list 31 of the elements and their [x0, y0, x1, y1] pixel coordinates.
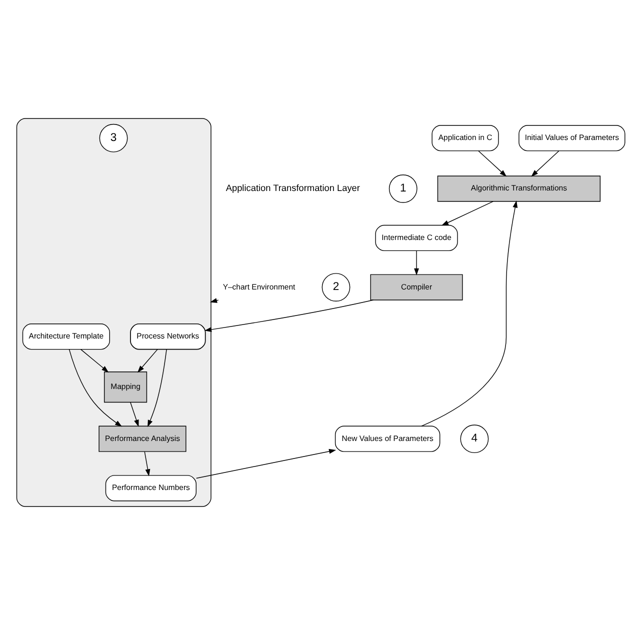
node-box: Architecture Template [22, 323, 110, 350]
arrow [531, 150, 560, 176]
node-circle: 4 [460, 424, 489, 453]
node-box: Initial Values of Parameters [518, 124, 626, 151]
node-box: Process Networks [130, 322, 206, 350]
label: Application Transformation Layer [226, 182, 360, 193]
node-box: Intermediate C code [375, 224, 458, 251]
node-box: Mapping [104, 371, 148, 402]
arrow [421, 200, 518, 426]
arrow [80, 348, 109, 372]
arrow [204, 299, 374, 332]
node-box: Compiler [370, 274, 463, 300]
arrow [441, 200, 494, 226]
arrow [137, 348, 158, 372]
arrow [148, 348, 167, 427]
node-box: Performance Analysis [98, 425, 186, 452]
node-box: Algorithmic Transformations [437, 175, 601, 202]
arrow [68, 348, 122, 426]
arrow [144, 450, 150, 476]
arrow [210, 298, 219, 302]
node-text: Y–chart Environment [222, 282, 296, 291]
node-box: Application in C [432, 124, 499, 151]
node-box: New Values of Parameters [334, 425, 440, 452]
arrow [130, 402, 139, 426]
node-circle: 2 [322, 272, 350, 301]
arrow [414, 250, 419, 275]
arrow [196, 448, 336, 478]
node-circle: 3 [99, 123, 128, 152]
node-circle: 1 [388, 174, 418, 202]
node-box: Performance Numbers [105, 474, 197, 501]
arrow [478, 150, 507, 176]
